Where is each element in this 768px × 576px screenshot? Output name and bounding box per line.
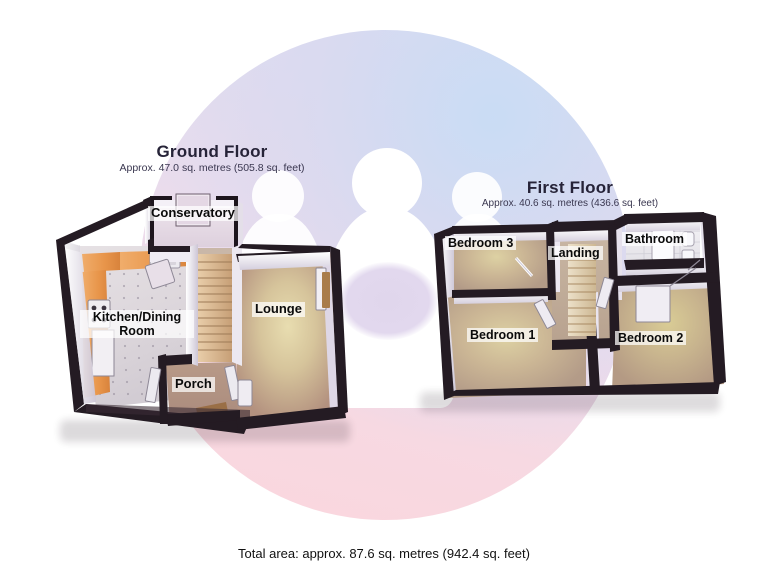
room-label-bedroom-2: Bedroom 2 <box>615 331 687 345</box>
room-label-lounge: Lounge <box>252 301 305 317</box>
room-label-lounge-text: Lounge <box>255 301 302 316</box>
room-label-conservatory: Conservatory <box>148 205 238 221</box>
ground-floor-geometry <box>56 193 348 434</box>
first-floor-subtitle: Approx. 40.6 sq. metres (436.6 sq. feet) <box>481 198 659 209</box>
ground-floor-plan: Conservatory Kitchen/Dining Room Lounge … <box>0 0 400 470</box>
watermark-child-left-head <box>252 170 304 222</box>
ground-floor-subtitle: Approx. 47.0 sq. metres (505.8 sq. feet) <box>119 162 305 174</box>
room-label-bedroom-1-text: Bedroom 1 <box>470 328 536 342</box>
watermark-child-right-head <box>452 172 502 222</box>
first-floor-geometry <box>434 212 726 400</box>
room-label-kitchen-dining: Kitchen/Dining Room <box>80 310 194 338</box>
watermark-adult-arm-gap <box>338 262 438 340</box>
room-label-kitchen-line1: Kitchen/Dining <box>92 310 182 324</box>
room-label-landing-text: Landing <box>551 246 600 260</box>
first-floor-shadow <box>420 392 720 412</box>
room-label-porch-text: Porch <box>175 376 212 391</box>
first-floor-title: First Floor <box>526 178 614 197</box>
first-floor-plan: Bedroom 3 Landing Bathroom Bedroom 1 Bed… <box>400 0 768 440</box>
room-label-bedroom-3-text: Bedroom 3 <box>448 236 514 250</box>
total-area-text: Total area: approx. 87.6 sq. metres (942… <box>238 546 530 561</box>
room-label-bathroom-text: Bathroom <box>625 232 685 246</box>
room-label-bedroom-1: Bedroom 1 <box>467 328 539 342</box>
room-label-conservatory-text: Conservatory <box>151 205 235 220</box>
room-label-porch: Porch <box>172 376 215 392</box>
room-label-kitchen-line2: Room <box>119 324 155 338</box>
room-label-bedroom-3: Bedroom 3 <box>445 236 517 250</box>
room-label-bathroom: Bathroom <box>622 232 688 246</box>
room-label-landing: Landing <box>548 246 603 260</box>
ground-floor-title: Ground Floor <box>156 142 268 161</box>
watermark-adult-head <box>352 148 422 218</box>
room-label-bedroom-2-text: Bedroom 2 <box>618 331 684 345</box>
